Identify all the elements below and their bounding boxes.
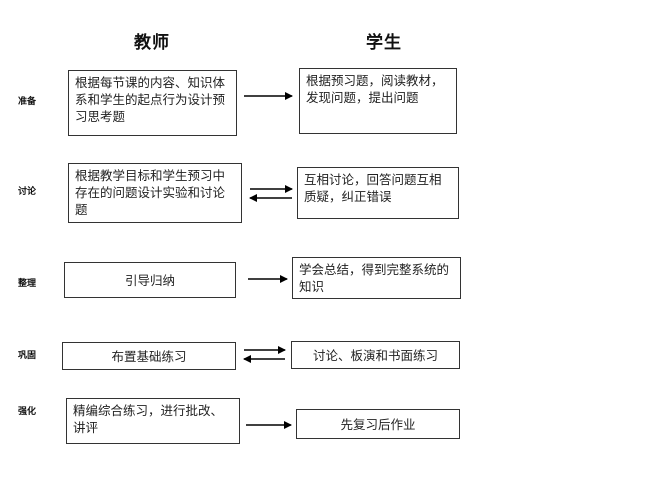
stage-label-organize: 整理 — [18, 279, 37, 289]
stage-label-discuss: 讨论 — [18, 187, 37, 197]
teacher-box-strengthen: 精编综合练习，进行批改、讲评 — [66, 398, 240, 444]
teacher-box-organize: 引导归纳 — [64, 262, 236, 298]
student-box-organize: 学会总结，得到完整系统的知识 — [292, 257, 461, 299]
stage-label-strengthen: 强化 — [18, 407, 37, 417]
student-box-consolidate: 讨论、板演和书面练习 — [291, 341, 460, 369]
teacher-box-consolidate: 布置基础练习 — [62, 342, 236, 370]
student-box-strengthen: 先复习后作业 — [296, 409, 460, 439]
student-column-header: 学生 — [366, 33, 402, 53]
student-box-discuss: 互相讨论，回答问题互相质疑，纠正错误 — [297, 167, 459, 219]
student-box-prepare: 根据预习题，阅读教材，发现问题，提出问题 — [299, 68, 457, 134]
stage-label-prepare: 准备 — [18, 97, 37, 107]
teacher-box-prepare: 根据每节课的内容、知识体系和学生的起点行为设计预习思考题 — [68, 70, 237, 136]
teacher-column-header: 教师 — [134, 33, 170, 53]
teacher-box-discuss: 根据教学目标和学生预习中存在的问题设计实验和讨论题 — [68, 163, 242, 223]
stage-label-consolidate: 巩固 — [18, 351, 37, 361]
